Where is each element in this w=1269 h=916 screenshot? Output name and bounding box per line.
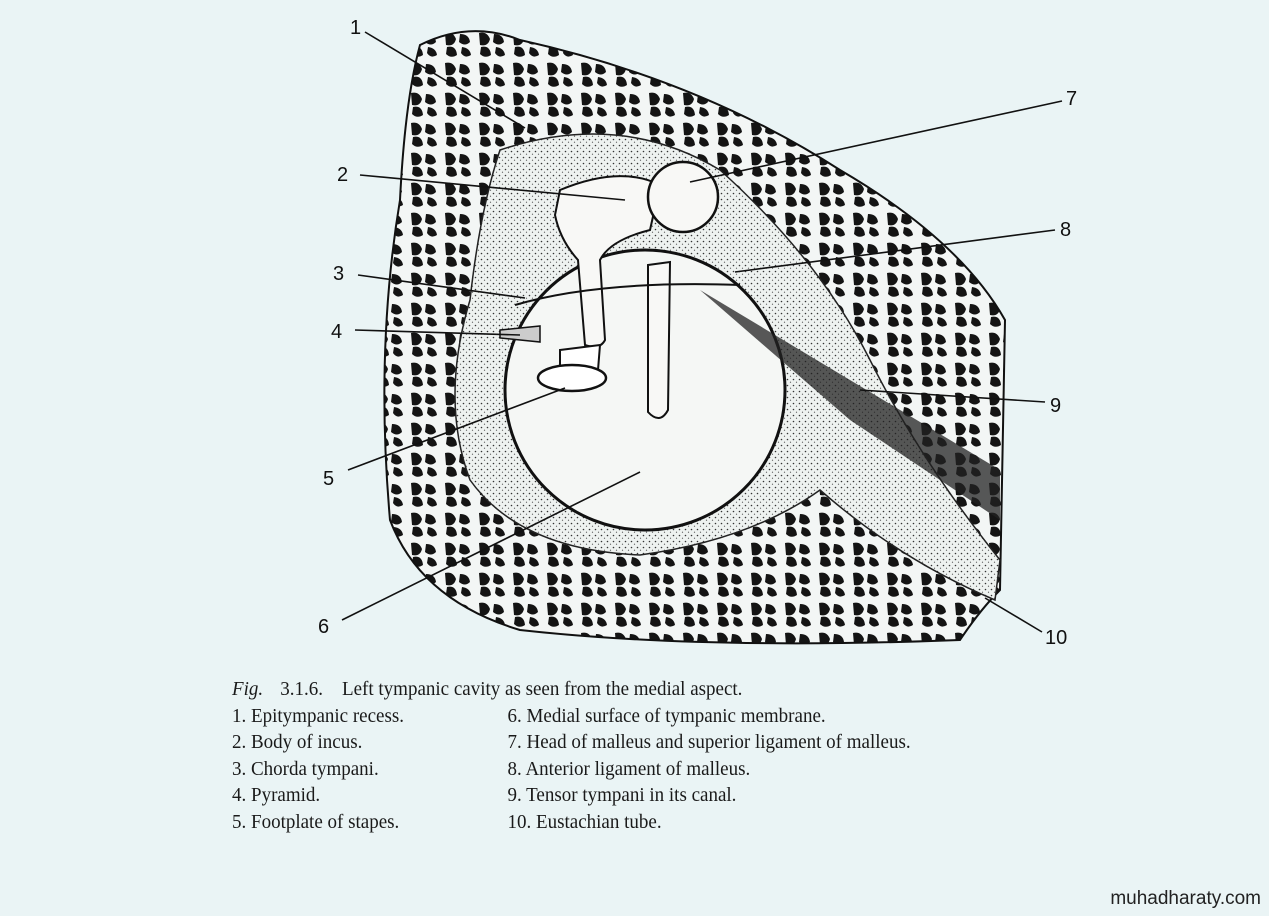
caption-title-line: Fig. 3.1.6. Left tympanic cavity as seen … <box>232 676 911 703</box>
caption-prefix: Fig. <box>232 678 264 700</box>
legend-item: 4. Pyramid. <box>232 784 321 806</box>
incus <box>553 175 662 348</box>
label-9: 9 <box>1050 395 1061 417</box>
tympanic-membrane <box>503 248 787 532</box>
pyramid <box>499 325 541 343</box>
figure-caption: Fig. 3.1.6. Left tympanic cavity as seen … <box>232 676 911 835</box>
legend-item: 6. Medial surface of tympanic membrane. <box>507 704 826 727</box>
tympanic-cavity-diagram: 1 2 3 4 5 6 7 8 9 10 <box>318 17 1077 649</box>
legend-item: 10. Eustachian tube. <box>507 810 662 833</box>
caption-number: 3.1.6. <box>280 678 323 700</box>
watermark: muhadharaty.com <box>1110 888 1261 909</box>
caption-title: Left tympanic cavity as seen from the me… <box>341 678 743 700</box>
label-10: 10 <box>1045 627 1067 649</box>
label-5: 5 <box>323 468 334 490</box>
label-7: 7 <box>1066 88 1077 110</box>
label-2: 2 <box>337 164 348 186</box>
legend-item: 8. Anterior ligament of malleus. <box>507 757 751 780</box>
figure-labels: 1 2 3 4 5 6 7 8 9 10 <box>318 17 1077 649</box>
legend-item: 2. Body of incus. <box>232 731 363 753</box>
legend-item: 3. Chorda tympani. <box>232 757 379 780</box>
legend-item: 7. Head of malleus and superior ligament… <box>507 731 911 753</box>
tensor-tympani <box>700 290 1000 520</box>
label-4: 4 <box>331 321 342 343</box>
malleus-handle <box>647 260 672 419</box>
leader-lines <box>341 31 1063 633</box>
label-1: 1 <box>350 17 361 39</box>
legend: 1. Epitympanic recess. 6. Medial surface… <box>232 703 911 836</box>
stapes-footplate <box>536 363 608 393</box>
legend-item: 5. Footplate of stapes. <box>232 810 400 833</box>
legend-item: 1. Epitympanic recess. <box>232 704 405 727</box>
label-8: 8 <box>1060 219 1071 241</box>
legend-item: 9. Tensor tympani in its canal. <box>507 784 737 806</box>
chorda-tympani <box>514 283 741 306</box>
label-3: 3 <box>333 263 344 285</box>
malleus-head <box>646 160 720 234</box>
label-6: 6 <box>318 616 329 638</box>
